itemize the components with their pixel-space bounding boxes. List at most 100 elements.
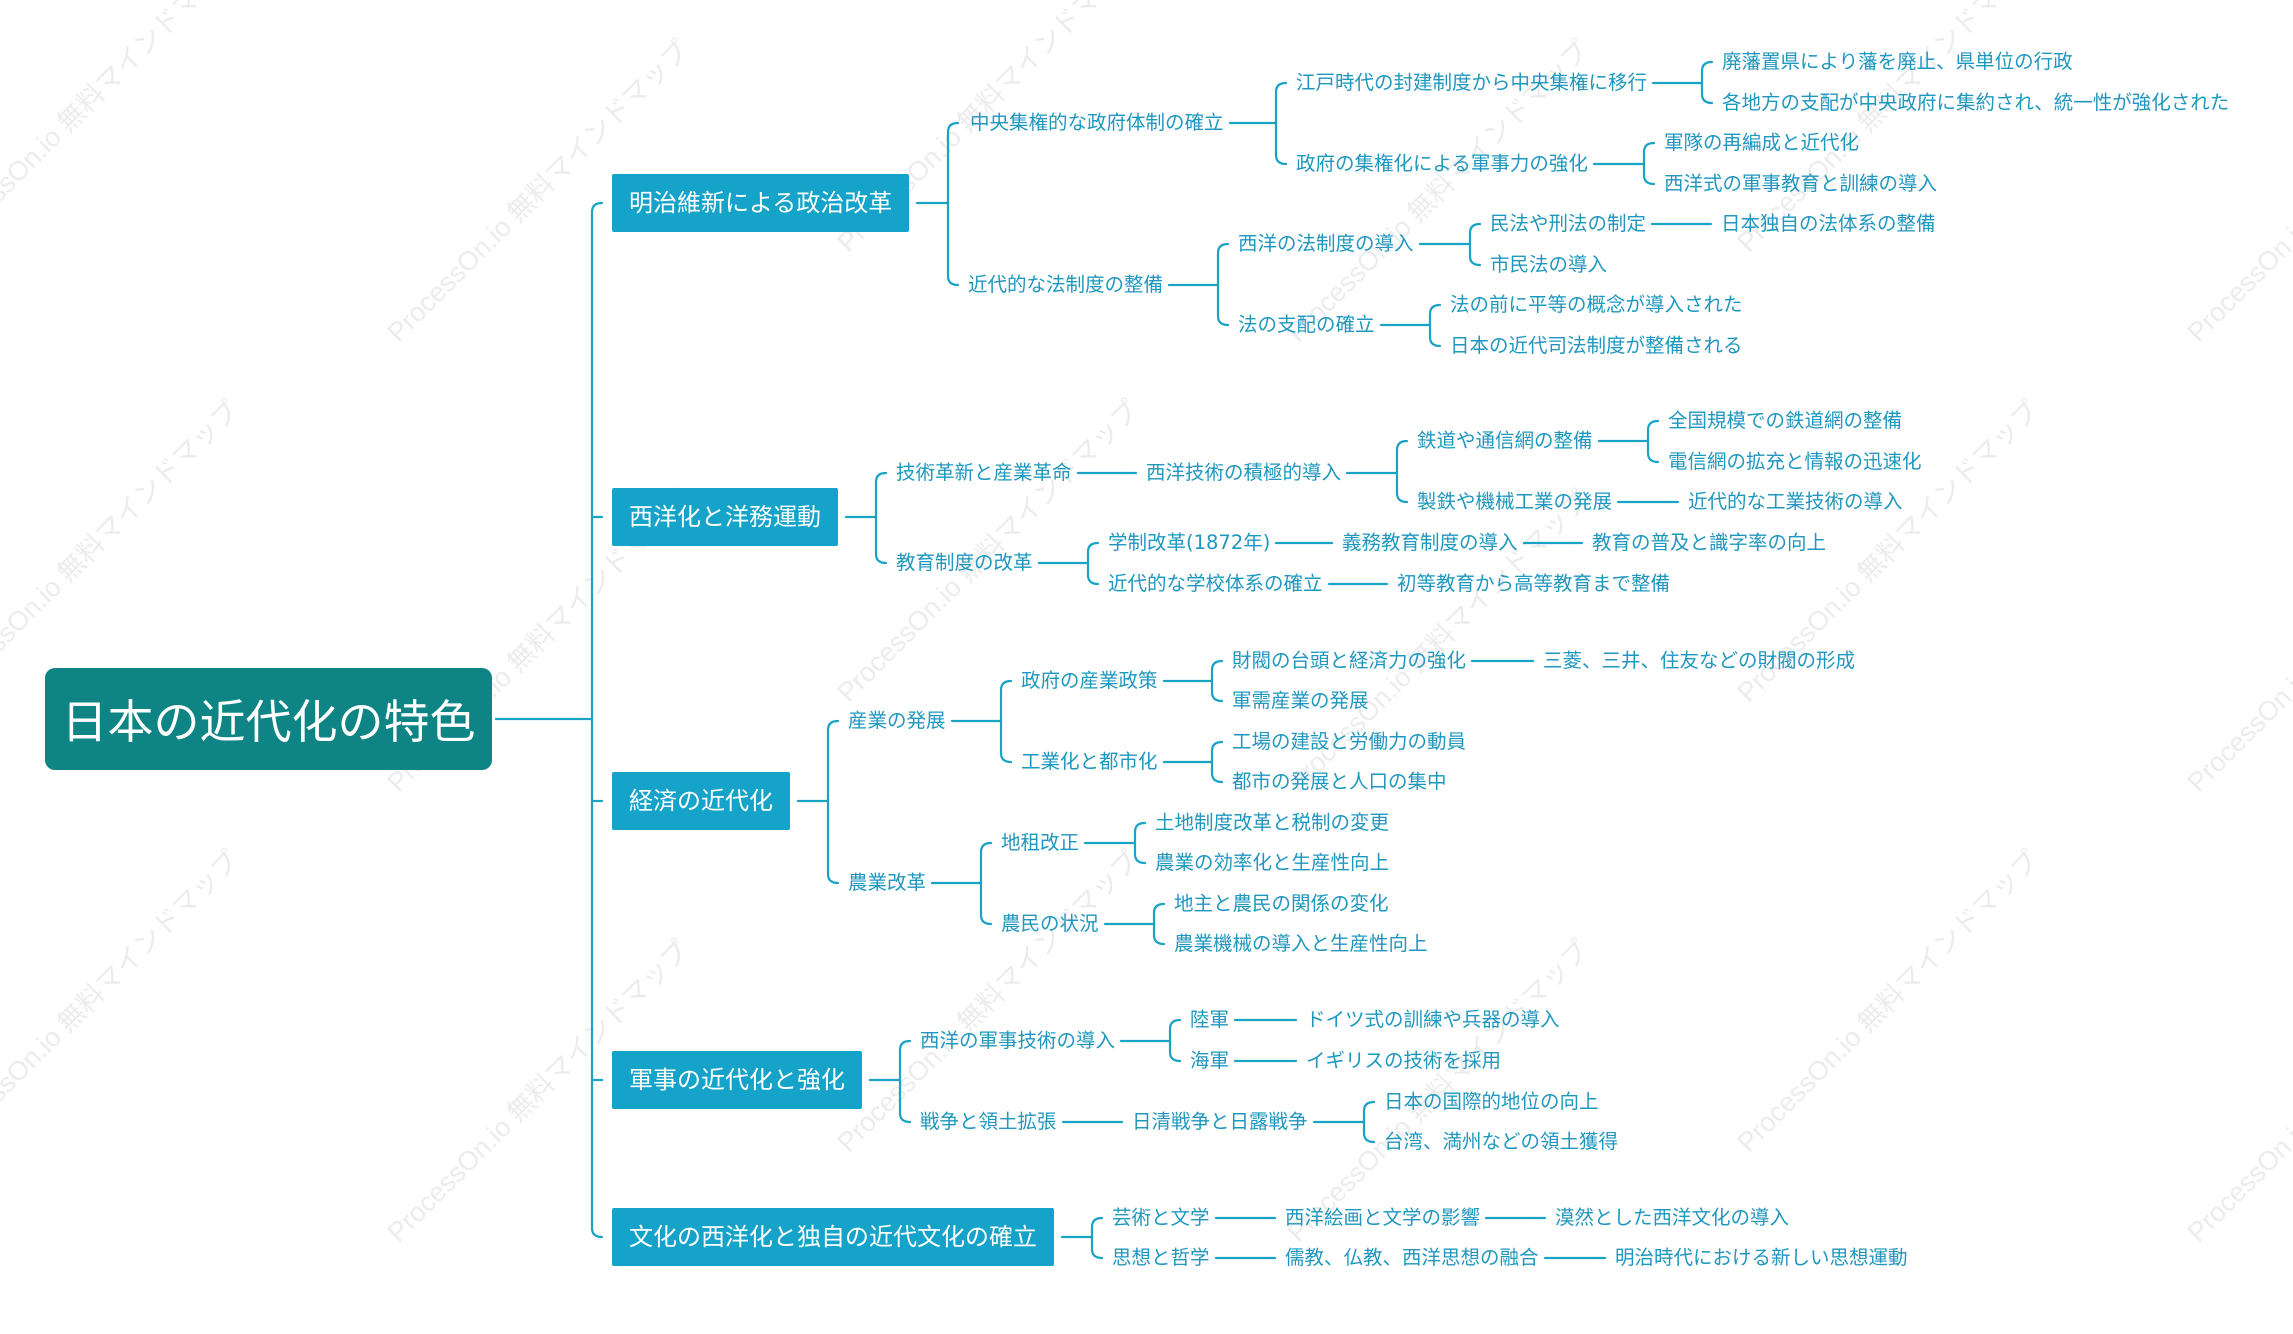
branch-node[interactable]: 法の前に平等の概念が導入された — [1450, 293, 1743, 316]
connector-bracket — [874, 515, 888, 565]
connector-bracket — [1274, 81, 1288, 125]
branch-node[interactable]: 工業化と都市化 — [1021, 750, 1158, 773]
branch-node[interactable]: 中央集権的な政府体制の確立 — [970, 111, 1224, 134]
branch-node[interactable]: 海軍 — [1190, 1049, 1230, 1072]
branch-node[interactable]: 近代的な学校体系の確立 — [1108, 572, 1323, 595]
branch-node[interactable]: 学制改革(1872年) — [1108, 531, 1271, 554]
connector-bracket — [1210, 740, 1224, 764]
connector-bracket — [898, 1078, 912, 1124]
branch-node[interactable]: イギリスの技術を採用 — [1306, 1049, 1502, 1072]
branch-node[interactable]: 財閥の台頭と経済力の強化 — [1232, 649, 1467, 672]
branch-node[interactable]: 西洋の軍事技術の導入 — [920, 1029, 1116, 1052]
connector-bracket — [1362, 1120, 1376, 1144]
connector-bracket — [1700, 81, 1714, 105]
branch-node[interactable]: 戦争と領土拡張 — [920, 1110, 1057, 1133]
connector-bracket — [1210, 760, 1224, 784]
branch-node[interactable]: 政府の産業政策 — [1021, 669, 1158, 692]
branch-node[interactable]: 明治時代における新しい思想運動 — [1615, 1246, 1908, 1269]
branch-node[interactable]: 西洋絵画と文学の影響 — [1285, 1206, 1481, 1229]
branch-node[interactable]: 廃藩置県により藩を廃止、県単位の行政 — [1722, 50, 2073, 73]
branch-node[interactable]: 初等教育から高等教育まで整備 — [1397, 572, 1671, 595]
connector-bracket — [1428, 323, 1442, 348]
branch-node[interactable]: 工場の建設と労働力の動員 — [1232, 730, 1467, 753]
connector-bracket — [590, 201, 604, 721]
branch-node[interactable]: 産業の発展 — [848, 709, 946, 732]
branch-node[interactable]: 日清戦争と日露戦争 — [1132, 1110, 1308, 1133]
connector-bracket — [946, 121, 960, 205]
connector-bracket — [1133, 841, 1147, 865]
branch-node[interactable]: 日本の国際的地位の向上 — [1384, 1090, 1599, 1113]
branch-node[interactable]: 江戸時代の封建制度から中央集権に移行 — [1296, 71, 1648, 94]
connector-bracket — [1395, 471, 1409, 504]
topic-node[interactable]: 軍事の近代化と強化 — [612, 1051, 862, 1109]
branch-node[interactable]: 西洋の法制度の導入 — [1238, 232, 1414, 255]
topic-node[interactable]: 文化の西洋化と独自の近代文化の確立 — [612, 1208, 1054, 1266]
branch-node[interactable]: 製鉄や機械工業の発展 — [1417, 490, 1613, 513]
branch-node[interactable]: 芸術と文学 — [1112, 1206, 1210, 1229]
branch-node[interactable]: 土地制度改革と税制の変更 — [1155, 811, 1390, 834]
connector-bracket — [1152, 902, 1166, 926]
branch-node[interactable]: 技術革新と産業革命 — [896, 461, 1072, 484]
connector-bracket — [1210, 679, 1224, 703]
branch-node[interactable]: 教育制度の改革 — [896, 551, 1033, 574]
connector-bracket — [999, 719, 1013, 764]
branch-node[interactable]: 陸軍 — [1190, 1008, 1230, 1031]
branch-node[interactable]: 漠然とした西洋文化の導入 — [1555, 1206, 1790, 1229]
connector-bracket — [826, 719, 840, 803]
connector-bracket — [1210, 659, 1224, 683]
connector-bracket — [1646, 419, 1660, 443]
connector-bracket — [1168, 1039, 1182, 1063]
connector-bracket — [590, 717, 604, 1239]
connector-bracket — [1086, 561, 1100, 586]
connector-bracket — [946, 201, 960, 287]
topic-node[interactable]: 西洋化と洋務運動 — [612, 488, 838, 546]
branch-node[interactable]: 思想と哲学 — [1112, 1246, 1210, 1269]
branch-node[interactable]: 農業機械の導入と生産性向上 — [1174, 932, 1428, 955]
connector-bracket — [1090, 1216, 1104, 1239]
branch-node[interactable]: 電信網の拡充と情報の迅速化 — [1668, 450, 1922, 473]
branch-node[interactable]: 義務教育制度の導入 — [1342, 531, 1518, 554]
connector-bracket — [979, 881, 993, 926]
connector-bracket — [1646, 439, 1660, 464]
connector-bracket — [1168, 1018, 1182, 1043]
connector-bracket — [1395, 439, 1409, 475]
connector-bracket — [826, 799, 840, 885]
branch-node[interactable]: 軍需産業の発展 — [1232, 689, 1369, 712]
connector-bracket — [1216, 242, 1230, 287]
branch-node[interactable]: ドイツ式の訓練や兵器の導入 — [1306, 1008, 1560, 1031]
branch-node[interactable]: 近代的な法制度の整備 — [968, 273, 1164, 296]
connector-bracket — [1428, 303, 1442, 327]
branch-node[interactable]: 全国規模での鉄道網の整備 — [1668, 409, 1903, 432]
branch-node[interactable]: 日本の近代司法制度が整備される — [1450, 334, 1743, 357]
branch-node[interactable]: 民法や刑法の制定 — [1490, 212, 1647, 235]
branch-node[interactable]: 軍隊の再編成と近代化 — [1664, 131, 1860, 154]
topic-node[interactable]: 明治維新による政治改革 — [612, 174, 910, 232]
branch-node[interactable]: 地主と農民の関係の変化 — [1174, 892, 1389, 915]
connector-bracket — [1086, 541, 1100, 565]
connector-bracket — [898, 1039, 912, 1082]
branch-node[interactable]: 地租改正 — [1001, 831, 1080, 854]
branch-node[interactable]: 政府の集権化による軍事力の強化 — [1296, 152, 1588, 175]
branch-node[interactable]: 西洋式の軍事教育と訓練の導入 — [1664, 172, 1938, 195]
branch-node[interactable]: 教育の普及と識字率の向上 — [1592, 531, 1827, 554]
branch-node[interactable]: 農業改革 — [848, 871, 927, 894]
connector-bracket — [1152, 922, 1166, 946]
topic-node[interactable]: 経済の近代化 — [612, 772, 790, 830]
branch-node[interactable]: 台湾、満州などの領土獲得 — [1384, 1130, 1619, 1153]
branch-node[interactable]: 法の支配の確立 — [1238, 313, 1375, 336]
branch-node[interactable]: 儒教、仏教、西洋思想の融合 — [1285, 1246, 1539, 1269]
root-node[interactable]: 日本の近代化の特色 — [45, 668, 492, 770]
branch-node[interactable]: 市民法の導入 — [1490, 253, 1608, 276]
branch-node[interactable]: 近代的な工業技術の導入 — [1688, 490, 1903, 513]
branch-node[interactable]: 都市の発展と人口の集中 — [1232, 770, 1447, 793]
branch-node[interactable]: 農民の状況 — [1001, 912, 1099, 935]
connector-bracket — [979, 841, 993, 885]
branch-node[interactable]: 西洋技術の積極的導入 — [1146, 461, 1342, 484]
branch-node[interactable]: 三菱、三井、住友などの財閥の形成 — [1543, 649, 1856, 672]
connector-bracket — [1274, 121, 1288, 166]
branch-node[interactable]: 農業の効率化と生産性向上 — [1155, 851, 1390, 874]
connector-bracket — [1700, 60, 1714, 85]
branch-node[interactable]: 各地方の支配が中央政府に集約され、統一性が強化された — [1722, 91, 2230, 114]
branch-node[interactable]: 鉄道や通信網の整備 — [1417, 429, 1593, 452]
branch-node[interactable]: 日本独自の法体系の整備 — [1721, 212, 1936, 235]
